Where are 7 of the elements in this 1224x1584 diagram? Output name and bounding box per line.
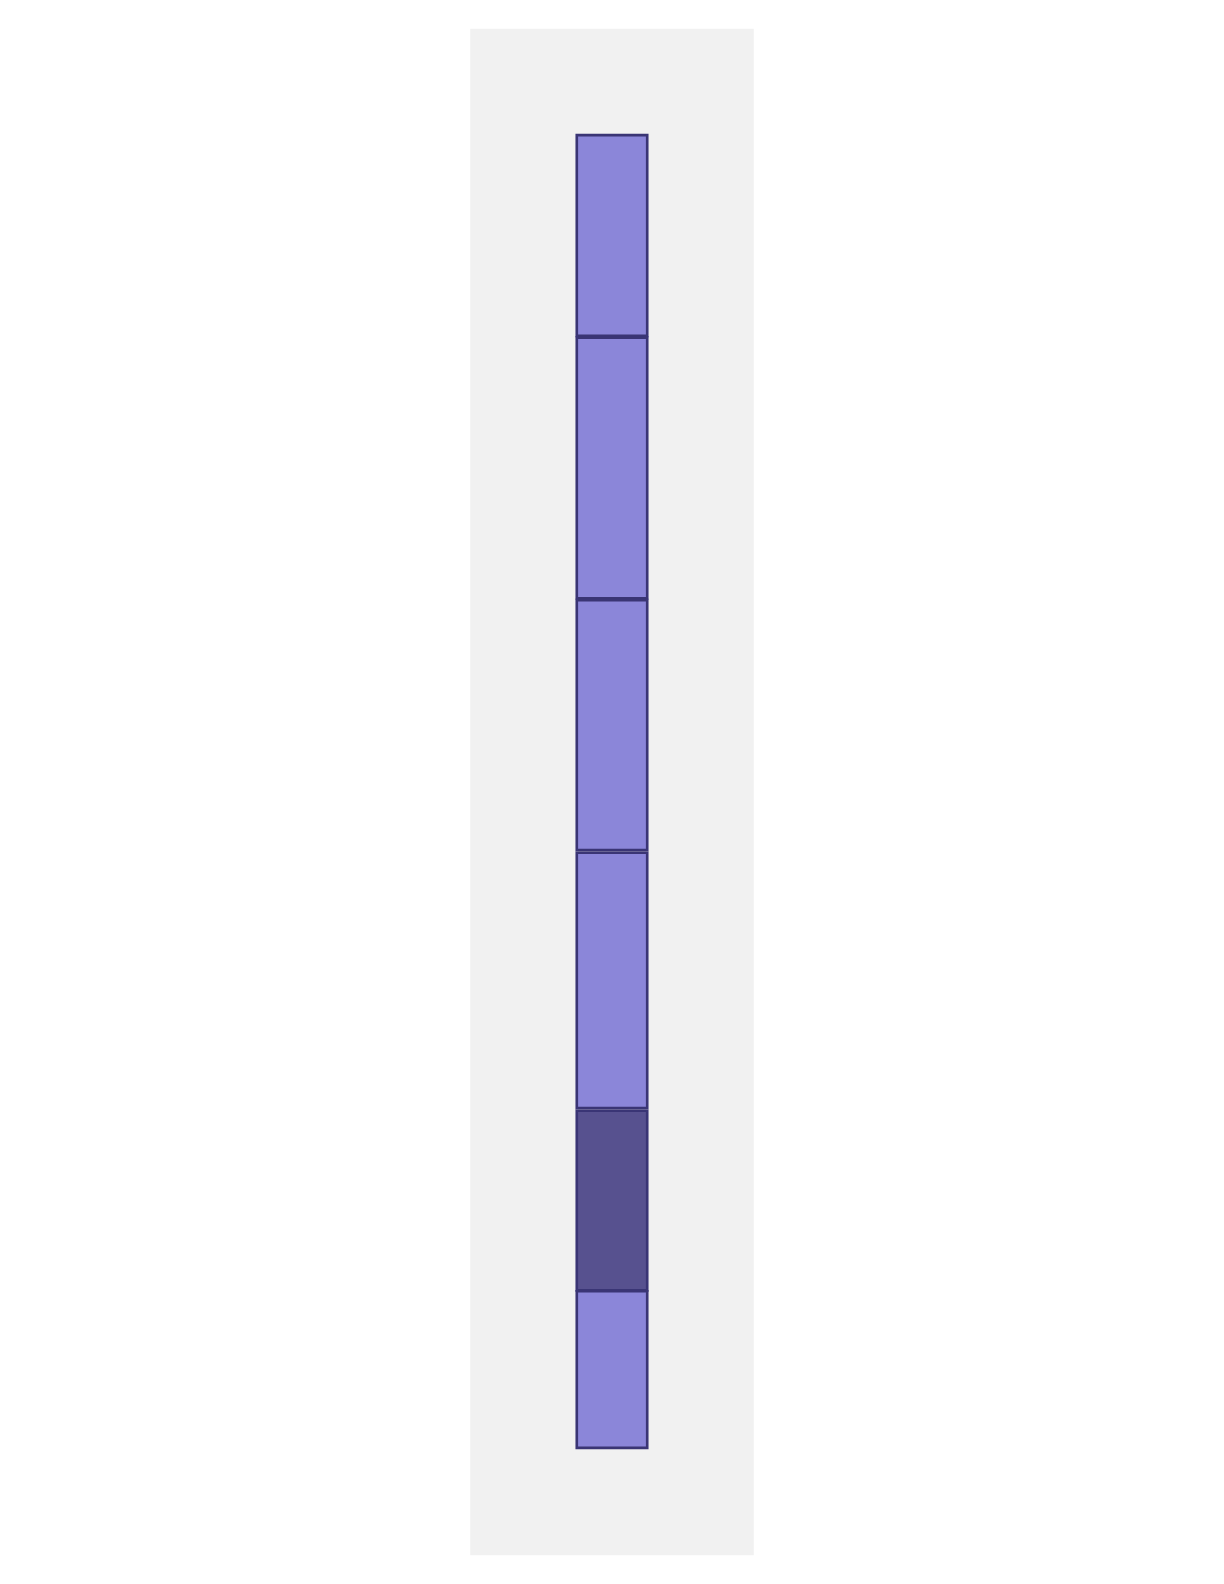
node-box — [575, 133, 649, 338]
node-box — [575, 598, 649, 852]
node-box — [575, 336, 649, 600]
node-box — [575, 1109, 649, 1292]
node-box — [575, 1289, 649, 1450]
cluster — [470, 28, 754, 1556]
node-box — [575, 851, 649, 1110]
